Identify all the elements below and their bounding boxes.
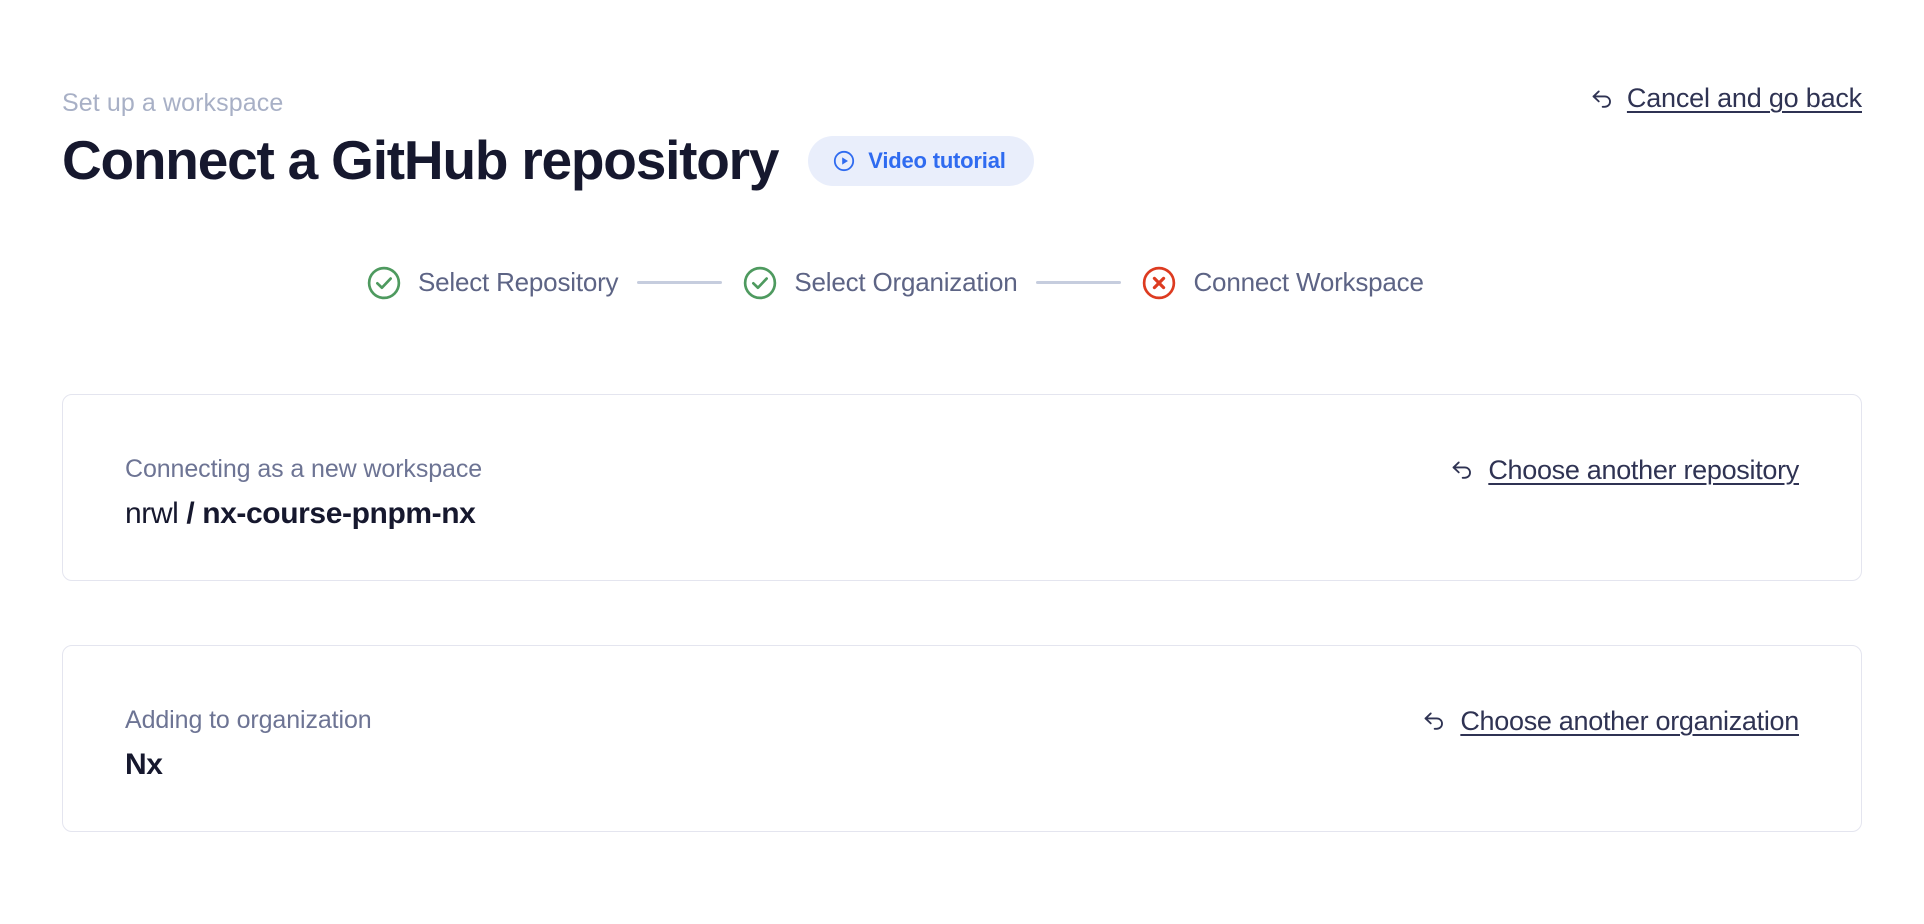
page-title: Connect a GitHub repository xyxy=(62,129,779,191)
cancel-and-go-back-link[interactable]: Cancel and go back xyxy=(1589,83,1862,114)
x-circle-icon xyxy=(1140,264,1178,302)
repository-card-value: nrwl / nx-course-pnpm-nx xyxy=(125,496,1799,530)
undo-arrow-icon xyxy=(1449,457,1475,483)
choose-another-organization-link[interactable]: Choose another organization xyxy=(1421,706,1799,737)
step-select-organization[interactable]: Select Organization xyxy=(741,264,1018,302)
undo-arrow-icon xyxy=(1421,708,1447,734)
step-select-repository[interactable]: Select Repository xyxy=(365,264,619,302)
repository-card: Connecting as a new workspace nrwl / nx-… xyxy=(62,393,1862,581)
page-header: Set up a workspace Connect a GitHub repo… xyxy=(62,0,1862,190)
repository-separator: / xyxy=(178,496,203,530)
stepper-connector-1 xyxy=(637,281,723,285)
choose-another-repository-link[interactable]: Choose another repository xyxy=(1449,455,1799,486)
cancel-and-go-back-label: Cancel and go back xyxy=(1626,83,1862,113)
progress-stepper: Select Repository Select Organization Co… xyxy=(62,264,1862,302)
repository-owner: nrwl xyxy=(125,496,179,530)
step-label-select-organization: Select Organization xyxy=(794,267,1018,298)
repository-card-caption: Connecting as a new workspace xyxy=(125,454,483,483)
step-connect-workspace[interactable]: Connect Workspace xyxy=(1140,264,1424,302)
play-circle-icon xyxy=(832,149,856,173)
step-label-connect-workspace: Connect Workspace xyxy=(1193,267,1424,298)
video-tutorial-button[interactable]: Video tutorial xyxy=(808,135,1034,186)
choose-another-organization-label: Choose another organization xyxy=(1460,705,1799,736)
repository-name: nx-course-pnpm-nx xyxy=(202,496,476,530)
organization-card-caption: Adding to organization xyxy=(125,705,372,734)
choose-another-repository-label: Choose another repository xyxy=(1488,454,1799,485)
organization-card-value: Nx xyxy=(125,747,163,781)
stepper-connector-2 xyxy=(1036,281,1122,285)
organization-card: Adding to organization Nx Choose another… xyxy=(62,644,1862,832)
step-label-select-repository: Select Repository xyxy=(418,267,619,298)
video-tutorial-label: Video tutorial xyxy=(868,147,1006,173)
undo-arrow-icon xyxy=(1589,86,1615,112)
breadcrumb-eyebrow: Set up a workspace xyxy=(62,89,284,117)
title-row: Connect a GitHub repository Video tutori… xyxy=(62,129,1862,191)
check-circle-icon xyxy=(365,264,403,302)
check-circle-icon xyxy=(741,264,779,302)
